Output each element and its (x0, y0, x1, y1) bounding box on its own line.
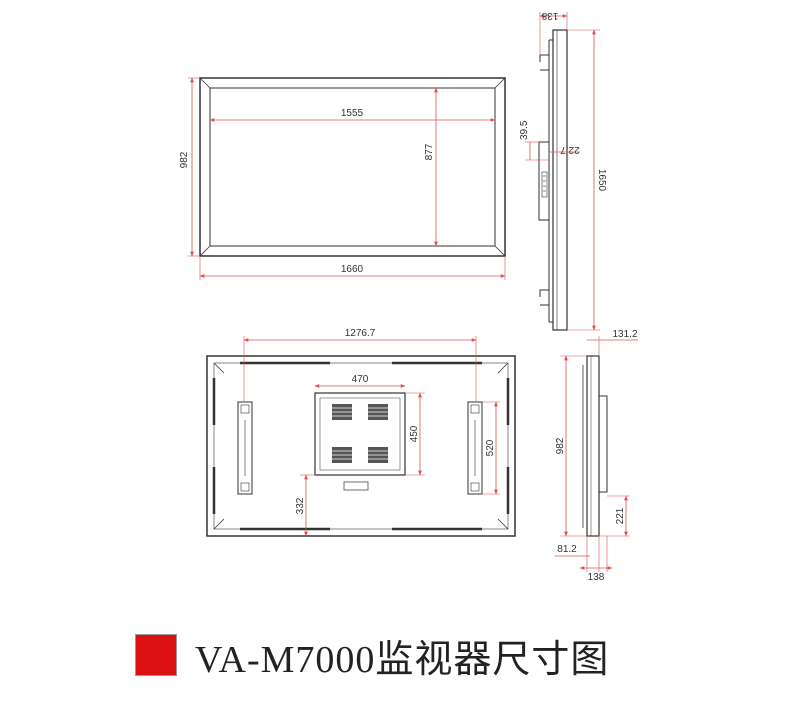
side-view-top: 138 39.5 22.7 1650 (519, 10, 607, 331)
dim-mount-spacing: 1276.7 (345, 328, 376, 339)
dim-total-height: 1650 (596, 169, 607, 192)
side-bottom-panel (586, 355, 600, 537)
rear-vesa-box (314, 392, 406, 476)
dim-base-offset: 81.2 (557, 544, 577, 555)
dim-base-depth: 138 (588, 572, 605, 583)
rear-left-bracket (237, 401, 253, 495)
rear-right-bracket (467, 401, 483, 495)
dim-outer-width: 1660 (341, 264, 364, 275)
dim-bracket-depth: 22.7 (560, 144, 580, 155)
front-screen (209, 87, 496, 247)
dim-inner-width: 1555 (341, 108, 364, 119)
dim-bracket-height: 520 (485, 439, 496, 456)
rear-outer-frame (206, 355, 516, 537)
figure-caption: VA-M7000监视器尺寸图 (135, 627, 609, 683)
dim-inner-height: 877 (424, 143, 435, 160)
side-rear-box (538, 141, 550, 221)
side-panel (552, 29, 568, 331)
caption-marker (135, 634, 177, 676)
dim-vesa-width: 470 (352, 374, 369, 385)
dim-vesa-height: 450 (409, 425, 420, 442)
dim-side-depth: 131.2 (612, 329, 637, 340)
dim-outer-height: 982 (179, 151, 190, 168)
dim-bracket-offset: 39.5 (519, 120, 530, 140)
dim-bottom-offset: 332 (295, 497, 306, 514)
caption-text: VA-M7000监视器尺寸图 (195, 638, 610, 681)
rear-view: 1276.7 470 450 520 332 (206, 328, 516, 537)
dim-top-depth: 138 (541, 10, 558, 21)
dim-side-height: 982 (555, 437, 566, 454)
side-view-bottom: 131.2 982 221 81.2 138 (555, 329, 638, 583)
front-outer-frame (199, 77, 506, 257)
dim-foot-height: 221 (615, 507, 626, 524)
front-view: 1555 877 982 1660 (179, 77, 506, 280)
